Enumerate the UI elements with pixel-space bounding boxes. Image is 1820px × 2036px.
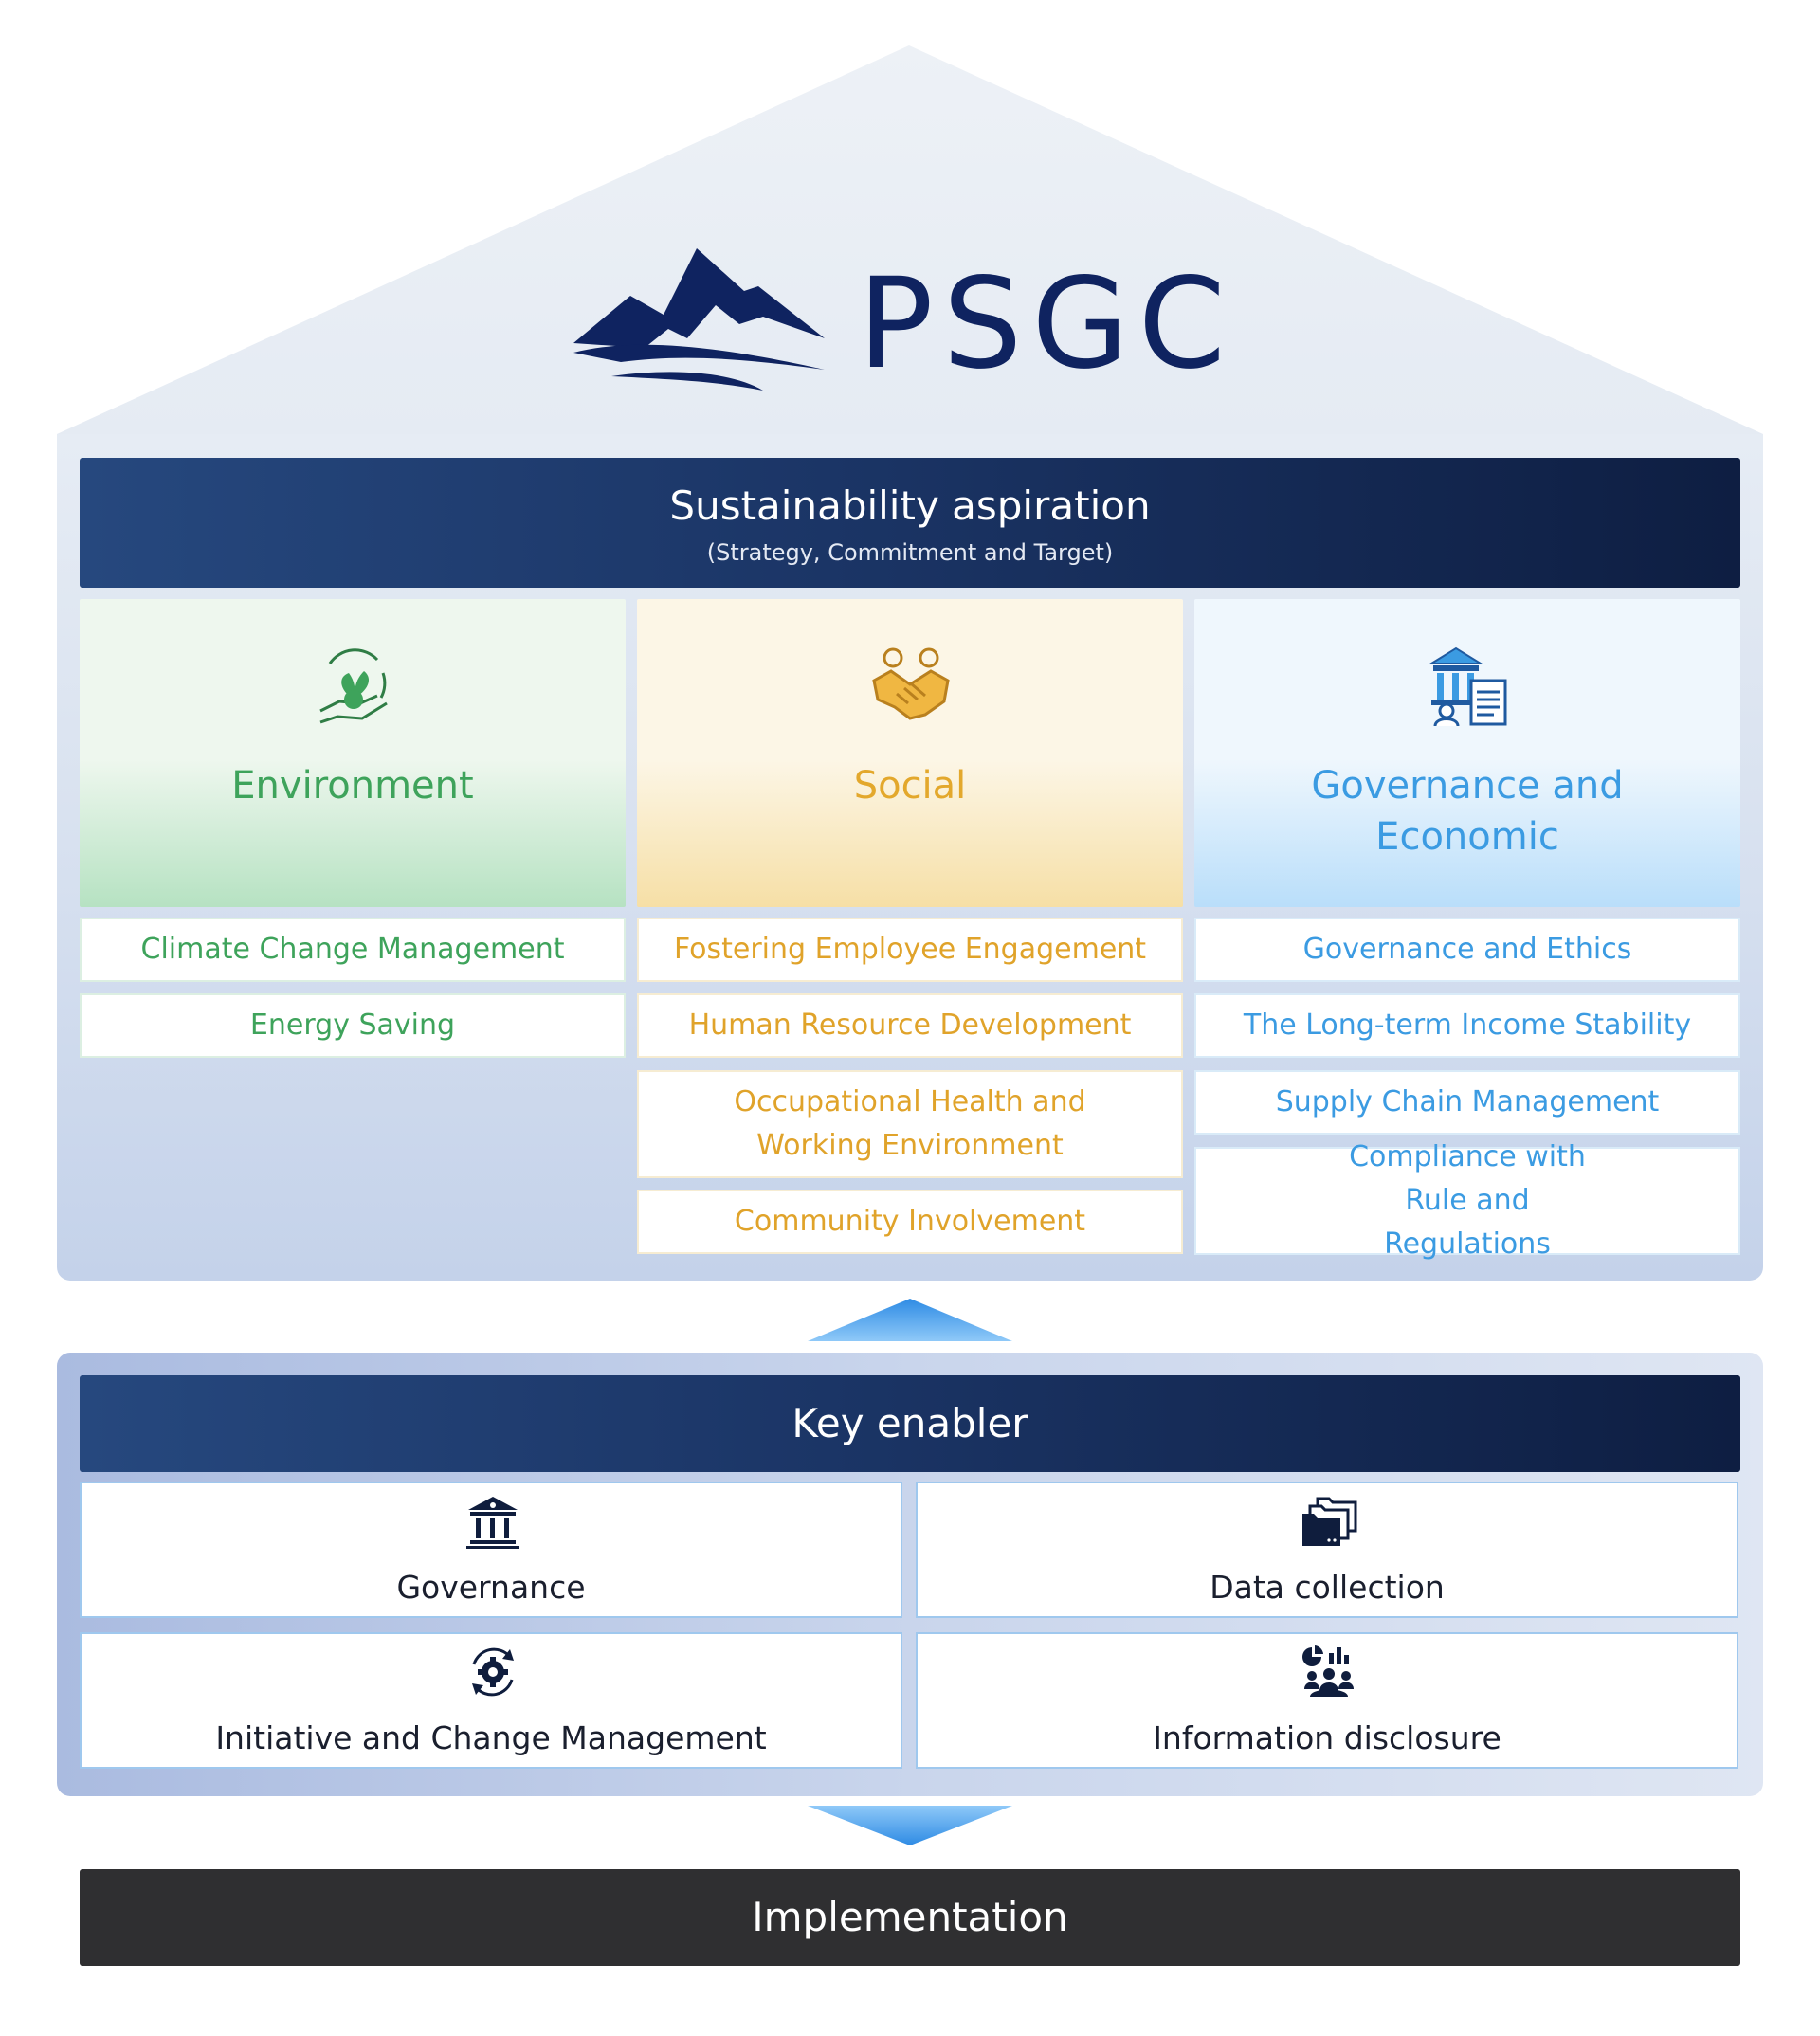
enabler-label-data-collection: Data collection xyxy=(1210,1569,1445,1606)
topic-governance-ethics: Governance and Ethics xyxy=(1194,918,1740,982)
gear-cycle-icon xyxy=(472,1647,514,1697)
aspiration-subtitle: (Strategy, Commitment and Target) xyxy=(706,539,1114,566)
handshake-icon xyxy=(872,647,950,720)
people-chart-icon xyxy=(1302,1645,1354,1697)
bank-icon xyxy=(466,1497,519,1549)
house-roof xyxy=(57,45,1763,434)
topic-energy-saving: Energy Saving xyxy=(80,993,626,1058)
topic-compliance: Compliance with Rule and Regulations xyxy=(1194,1140,1740,1261)
plant-hand-icon xyxy=(319,648,388,724)
enabler-governance: Governance xyxy=(80,1482,902,1618)
aspiration-banner: Sustainability aspiration (Strategy, Com… xyxy=(80,458,1740,588)
enabler-banner: Key enabler xyxy=(80,1375,1740,1472)
aspiration-title: Sustainability aspiration xyxy=(669,482,1151,529)
implementation-bar: Implementation xyxy=(80,1869,1740,1966)
pillar-title-governance: Governance and Economic xyxy=(1311,764,1624,859)
topic-climate-change: Climate Change Management xyxy=(80,918,626,982)
psgc-logo: PSGC xyxy=(573,248,1256,400)
brand-name: PSGC xyxy=(858,251,1235,397)
arrow-up-icon xyxy=(808,1299,1012,1341)
pillar-social: Social xyxy=(637,599,1183,907)
pillar-governance-economic: Governance and Economic xyxy=(1194,599,1740,907)
topic-community: Community Involvement xyxy=(637,1190,1183,1254)
topic-supply-chain: Supply Chain Management xyxy=(1194,1070,1740,1135)
enabler-label-disclosure: Information disclosure xyxy=(1153,1719,1502,1756)
enabler-title: Key enabler xyxy=(792,1400,1028,1446)
topic-hr-development: Human Resource Development xyxy=(637,993,1183,1058)
enabler-label-governance: Governance xyxy=(396,1569,586,1606)
topic-occupational-health: Occupational Health and Working Environm… xyxy=(637,1070,1183,1178)
topic-employee-engagement: Fostering Employee Engagement xyxy=(637,918,1183,982)
enabler-information-disclosure: Information disclosure xyxy=(916,1632,1738,1769)
topic-income-stability: The Long-term Income Stability xyxy=(1194,993,1740,1058)
pillar-title-social: Social xyxy=(853,764,967,808)
mountain-logo-icon xyxy=(573,248,825,391)
pillar-environment: Environment xyxy=(80,599,626,907)
institution-document-icon xyxy=(1428,646,1507,727)
pillar-title-environment: Environment xyxy=(231,764,474,808)
enabler-label-initiative: Initiative and Change Management xyxy=(215,1719,767,1756)
enabler-initiative-change: Initiative and Change Management xyxy=(80,1632,902,1769)
arrow-down-icon xyxy=(808,1806,1012,1845)
enabler-data-collection: Data collection xyxy=(916,1482,1738,1618)
folders-icon xyxy=(1302,1497,1357,1546)
